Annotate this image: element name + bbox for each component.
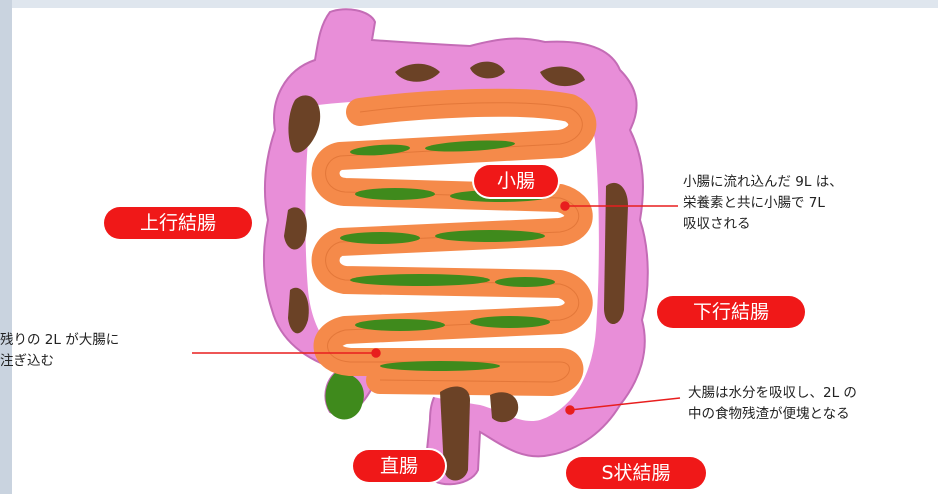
note-line: 残りの 2L が大腸に xyxy=(0,330,119,351)
label-sigmoid-colon: S状結腸 xyxy=(566,457,706,489)
note-line: 大腸は水分を吸収し、2L の xyxy=(688,383,857,404)
note-water-absorption: 大腸は水分を吸収し、2L の 中の食物残渣が便塊となる xyxy=(688,383,857,425)
note-line: 小腸に流れ込んだ 9L は、 xyxy=(683,172,843,193)
note-line: 中の食物残渣が便塊となる xyxy=(688,404,857,425)
note-line: 注ぎ込む xyxy=(0,351,119,372)
note-large-intestine-entry: 残りの 2L が大腸に 注ぎ込む xyxy=(0,330,119,372)
label-ascending-colon: 上行結腸 xyxy=(104,207,252,239)
label-small-intestine: 小腸 xyxy=(474,165,558,197)
note-small-intestine-absorption: 小腸に流れ込んだ 9L は、 栄養素と共に小腸で 7L 吸収される xyxy=(683,172,843,235)
label-descending-colon: 下行結腸 xyxy=(657,296,805,328)
label-rectum: 直腸 xyxy=(353,450,445,482)
note-line: 吸収される xyxy=(683,214,843,235)
note-line: 栄養素と共に小腸で 7L xyxy=(683,193,843,214)
